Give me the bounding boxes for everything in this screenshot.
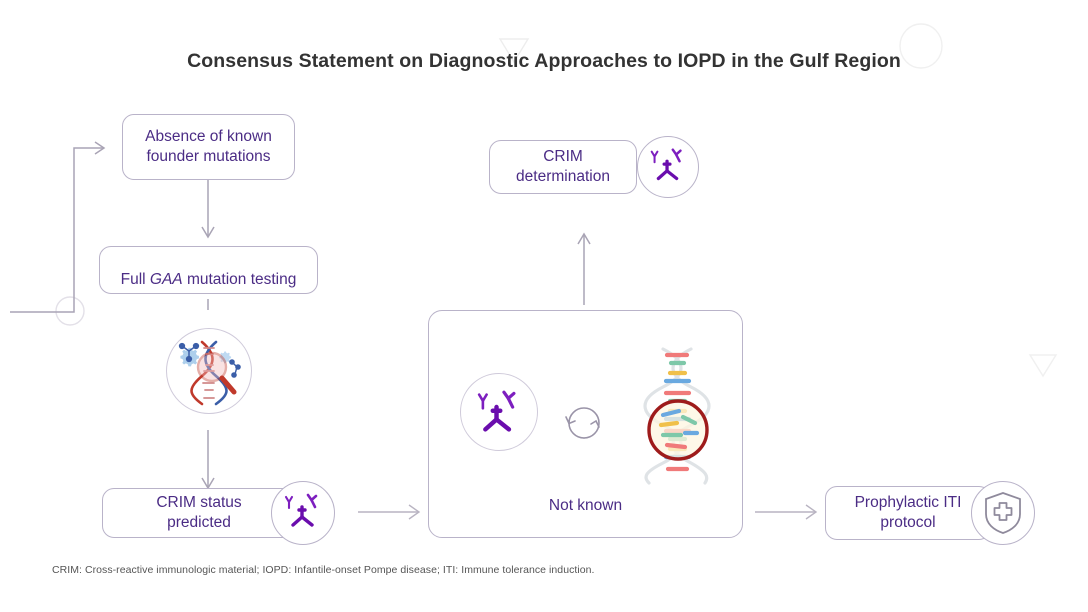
antibody-circle-icon bbox=[477, 390, 516, 432]
node-crim-determination[interactable]: CRIM determination bbox=[489, 140, 637, 194]
connector-loop-left-to-absence bbox=[10, 141, 106, 313]
node-label: CRIM status predicted bbox=[156, 494, 242, 531]
node-crim-status-predicted[interactable]: CRIM status predicted bbox=[102, 488, 296, 538]
antibody-circle-bubble bbox=[460, 373, 538, 451]
crim-status-antibody-bubble bbox=[271, 481, 335, 545]
antibody-icon bbox=[284, 493, 318, 527]
footnote: CRIM: Cross-reactive immunologic materia… bbox=[52, 564, 595, 576]
iti-shield-bubble bbox=[971, 481, 1035, 545]
connector-crim-status-to-not-known bbox=[358, 504, 421, 520]
connector-not-known-to-iti bbox=[755, 504, 818, 520]
antibody-icon bbox=[650, 148, 682, 181]
node-full-gaa-mutation-testing[interactable]: Full GAA mutation testing bbox=[99, 246, 318, 294]
crim-determination-antibody-bubble bbox=[637, 136, 699, 198]
node-label: Full GAA mutation testing bbox=[111, 250, 307, 290]
dna-magnifier-badge bbox=[166, 328, 252, 414]
node-label: CRIM determination bbox=[516, 148, 610, 185]
not-known-label: Not known bbox=[548, 497, 623, 514]
page-title: Consensus Statement on Diagnostic Approa… bbox=[187, 50, 901, 72]
node-label: Prophylactic ITI protocol bbox=[854, 494, 962, 531]
node-label: Absence of known founder mutations bbox=[145, 128, 272, 165]
gaa-label-post: mutation testing bbox=[182, 271, 297, 288]
gaa-label-pre: Full bbox=[120, 271, 150, 288]
dna-magnifier-icon bbox=[178, 340, 241, 406]
gaa-gene-name: GAA bbox=[149, 271, 183, 288]
shield-cross-icon bbox=[985, 492, 1021, 534]
deco-circle-left-icon bbox=[55, 296, 85, 326]
connector-absence-to-gaa bbox=[201, 180, 215, 239]
node-prophylactic-iti-protocol[interactable]: Prophylactic ITI protocol bbox=[825, 486, 991, 540]
node-absence-founder-mutations[interactable]: Absence of known founder mutations bbox=[122, 114, 295, 180]
connector-not-known-to-crim-determination bbox=[577, 232, 591, 305]
